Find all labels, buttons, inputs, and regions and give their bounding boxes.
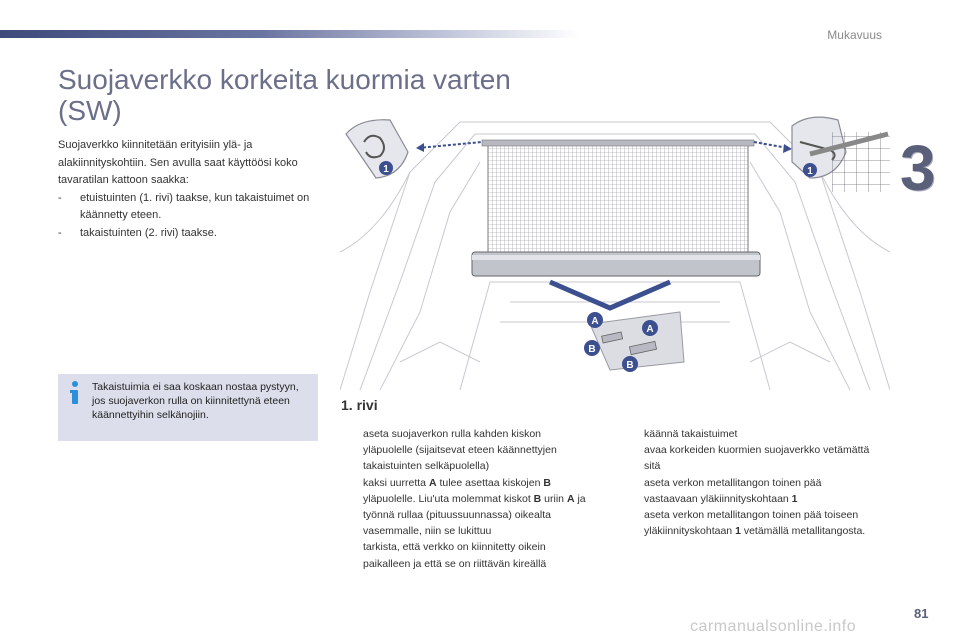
watermark: carmanualsonline.info bbox=[690, 618, 857, 635]
label-1-left: 1 bbox=[383, 164, 389, 175]
cargo-net-illustration: 1 1 A A B B bbox=[340, 116, 890, 390]
right-arrow-line bbox=[753, 141, 789, 149]
label-b-right-badge bbox=[622, 356, 638, 372]
left-arrow-head bbox=[416, 143, 424, 152]
instruction-text: tarkista, että verkko on kiinnitetty oik… bbox=[363, 539, 591, 571]
down-chevron-arrow bbox=[549, 279, 671, 311]
label-reference: B bbox=[543, 476, 551, 489]
page-number: 81 bbox=[914, 606, 929, 621]
bullet-marker bbox=[622, 442, 644, 474]
info-box: Takaistuimia ei saa koskaan nostaa pysty… bbox=[58, 374, 318, 441]
intro-list-item: - etuistuinten (1. rivi) taakse, kun taka… bbox=[58, 190, 318, 225]
instruction-fragment: ja työnnä rullaa (pituussuunnassa) oikea… bbox=[363, 492, 586, 538]
header-gradient-bar bbox=[0, 30, 580, 38]
instruction-fragment: yläpuolelle. Liu'uta molemmat kiskot bbox=[363, 492, 534, 505]
bullet-marker bbox=[341, 426, 363, 475]
instruction-fragment: käännä takaistuimet bbox=[644, 428, 738, 440]
dash-marker: - bbox=[58, 226, 62, 239]
label-1-right-badge bbox=[803, 163, 817, 177]
instruction-text: aseta suojaverkon rulla kahden kiskon yl… bbox=[363, 426, 591, 475]
bullet-marker bbox=[622, 507, 644, 539]
label-1-right: 1 bbox=[807, 166, 813, 177]
intro-list: - etuistuinten (1. rivi) taakse, kun taka… bbox=[58, 190, 318, 243]
instruction-item: kaksi uurretta A tulee asettaa kiskojen … bbox=[341, 475, 591, 540]
instruction-item: aseta verkon metallitangon toinen pää va… bbox=[622, 475, 872, 507]
instruction-item: aseta verkon metallitangon toinen pää to… bbox=[622, 507, 872, 539]
intro-list-item: - takaistuinten (2. rivi) taakse. bbox=[58, 225, 318, 243]
intro-list-text: takaistuinten (2. rivi) taakse. bbox=[80, 226, 217, 239]
rail-inset: A A B B bbox=[584, 311, 685, 372]
info-text: Takaistuimia ei saa koskaan nostaa pysty… bbox=[92, 381, 299, 421]
label-reference: A bbox=[428, 476, 437, 489]
intro-paragraph: Suojaverkko kiinnitetään erityisiin ylä-… bbox=[58, 139, 298, 186]
instruction-text: kaksi uurretta A tulee asettaa kiskojen … bbox=[363, 475, 591, 540]
instruction-item: käännä takaistuimet bbox=[622, 426, 872, 442]
instruction-fragment: vetämällä metallitangosta. bbox=[740, 525, 866, 538]
bullet-marker bbox=[341, 539, 363, 571]
dash-marker: - bbox=[58, 191, 62, 204]
instruction-fragment: tarkista, että verkko on kiinnitetty oik… bbox=[363, 541, 547, 570]
label-reference: 1 bbox=[791, 492, 798, 505]
instruction-fragment: aseta suojaverkon rulla kahden kiskon yl… bbox=[363, 428, 557, 473]
label-reference: A bbox=[566, 492, 575, 505]
roller-highlight bbox=[472, 255, 760, 260]
instruction-item: avaa korkeiden kuormien suojaverkko vetä… bbox=[622, 442, 872, 474]
label-b-left: B bbox=[588, 344, 595, 355]
instruction-item: aseta suojaverkon rulla kahden kiskon yl… bbox=[341, 426, 591, 475]
left-arrow-line bbox=[417, 141, 483, 149]
instructions-left-column: aseta suojaverkon rulla kahden kiskon yl… bbox=[341, 426, 591, 572]
net-top-bar bbox=[481, 139, 755, 147]
cargo-net bbox=[487, 143, 749, 253]
instruction-item: tarkista, että verkko on kiinnitetty oik… bbox=[341, 539, 591, 571]
bullet-marker bbox=[622, 475, 644, 507]
instruction-fragment: aseta verkon metallitangon toinen pää va… bbox=[644, 476, 822, 505]
label-b-right: B bbox=[626, 360, 633, 371]
right-inset-bar bbox=[809, 131, 889, 157]
right-anchor-inset: 1 bbox=[791, 116, 890, 192]
label-b-left-badge bbox=[584, 340, 600, 356]
trunk-outline bbox=[340, 121, 890, 390]
label-a-left-badge bbox=[587, 312, 603, 328]
right-arrow-head bbox=[783, 144, 792, 153]
instruction-fragment: kaksi uurretta bbox=[363, 476, 429, 489]
label-reference: 1 bbox=[735, 525, 741, 538]
instruction-text: aseta verkon metallitangon toinen pää va… bbox=[644, 475, 872, 507]
instruction-text: avaa korkeiden kuormien suojaverkko vetä… bbox=[644, 442, 872, 474]
bullet-marker bbox=[341, 475, 363, 540]
left-anchor-inset: 1 bbox=[345, 119, 409, 179]
instruction-fragment: tulee asettaa kiskojen bbox=[436, 476, 544, 489]
intro-text-block: Suojaverkko kiinnitetään erityisiin ylä-… bbox=[58, 137, 318, 242]
instruction-fragment: uriin bbox=[541, 492, 567, 505]
info-icon bbox=[70, 381, 78, 404]
bullet-marker bbox=[622, 426, 644, 442]
label-reference: B bbox=[533, 492, 542, 505]
instruction-text: aseta verkon metallitangon toinen pää to… bbox=[644, 507, 872, 539]
label-a-right: A bbox=[646, 324, 653, 335]
section-heading: 1. rivi bbox=[341, 397, 378, 413]
label-a-right-badge bbox=[642, 320, 658, 336]
intro-list-text: etuistuinten (1. rivi) taakse, kun takai… bbox=[80, 191, 310, 222]
instruction-text: käännä takaistuimet bbox=[644, 426, 872, 442]
page-title: Suojaverkko korkeita kuormia varten (SW) bbox=[58, 64, 511, 126]
instruction-fragment: avaa korkeiden kuormien suojaverkko vetä… bbox=[644, 444, 870, 473]
instruction-fragment: aseta verkon metallitangon toinen pää to… bbox=[644, 509, 859, 538]
label-1-left-badge bbox=[379, 161, 393, 175]
label-a-left: A bbox=[591, 316, 598, 327]
instructions-right-column: käännä takaistuimet avaa korkeiden kuormi… bbox=[622, 426, 872, 539]
section-name: Mukavuus bbox=[827, 28, 882, 42]
chapter-number: 3 bbox=[900, 132, 936, 204]
